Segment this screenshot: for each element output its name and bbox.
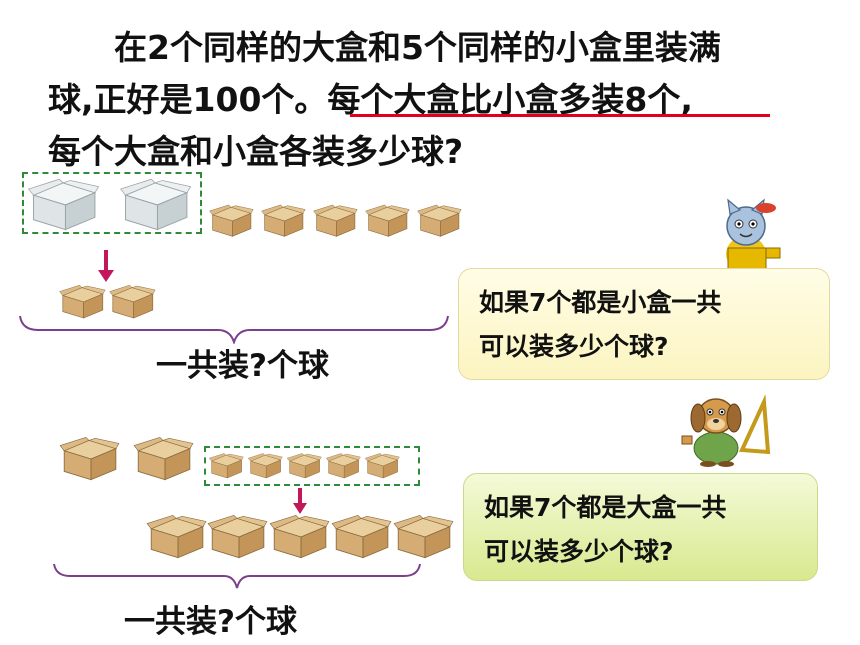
converted-big-box-4 <box>330 514 392 560</box>
bubble2-line2: 可以装多少个球? <box>484 537 674 566</box>
converted-big-box-3 <box>268 514 330 560</box>
big-box-2 <box>132 436 194 482</box>
dashed-small-box-group <box>204 446 420 486</box>
lower-small-box-4 <box>325 452 361 480</box>
lower-brace <box>53 563 421 589</box>
lower-total-label: 一共装?个球 <box>124 604 297 640</box>
bubble1-line2: 可以装多少个球? <box>479 332 669 361</box>
small-box-5 <box>416 204 462 238</box>
converted-big-box-5 <box>392 514 454 560</box>
small-box-2 <box>260 204 306 238</box>
problem-line-3: 每个大盒和小盒各装多少球? <box>48 132 464 171</box>
small-box-4 <box>364 204 410 238</box>
bubble2-line1: 如果7个都是大盒一共 <box>484 493 727 522</box>
big-box-1 <box>58 436 120 482</box>
dashed-big-box-group <box>22 172 202 234</box>
dog-character-icon <box>681 394 771 467</box>
upper-total-label: 一共装?个球 <box>156 348 329 384</box>
red-underline <box>350 114 770 117</box>
small-box-1 <box>208 204 254 238</box>
lower-small-box-1 <box>208 452 244 480</box>
highlighted-condition: 每个大盒比小盒多装8个, <box>327 80 693 119</box>
problem-line-2: 球,正好是100个。每个大盒比小盒多装8个, <box>48 80 693 119</box>
bubble1-line1: 如果7个都是小盒一共 <box>479 288 722 317</box>
speech-bubble-big-box: 如果7个都是大盒一共 可以装多少个球? <box>463 473 818 581</box>
down-arrow-icon <box>98 250 114 282</box>
down-arrow-icon-2 <box>293 488 307 514</box>
lower-small-box-3 <box>286 452 322 480</box>
small-box-3 <box>312 204 358 238</box>
converted-big-box-1 <box>145 514 207 560</box>
big-box-white-1 <box>26 178 100 232</box>
big-box-white-2 <box>118 178 192 232</box>
problem-statement: 在2个同样的大盒和5个同样的小盒里装满 球,正好是100个。每个大盒比小盒多装8… <box>48 22 848 178</box>
problem-line-1: 在2个同样的大盒和5个同样的小盒里装满 <box>114 28 721 67</box>
cat-character-icon <box>726 198 781 272</box>
converted-big-box-2 <box>206 514 268 560</box>
upper-brace <box>19 315 449 344</box>
lower-small-box-2 <box>247 452 283 480</box>
speech-bubble-small-box: 如果7个都是小盒一共 可以装多少个球? <box>458 268 830 380</box>
lower-small-box-5 <box>364 452 400 480</box>
